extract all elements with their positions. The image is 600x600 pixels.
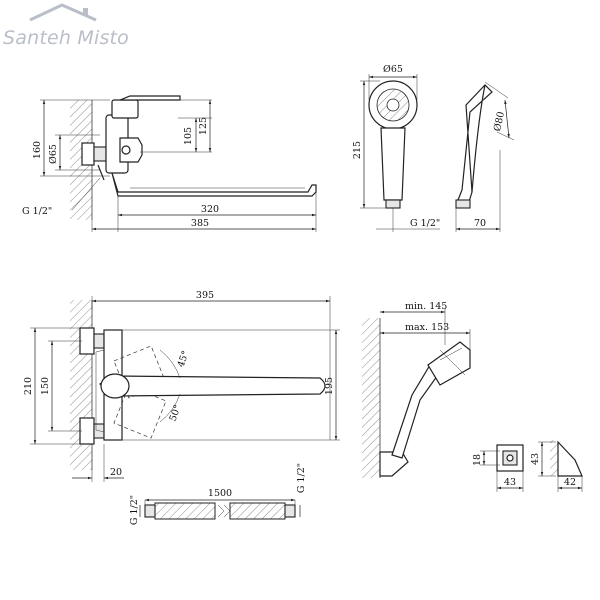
dim-d65: Ø65 [48,144,59,164]
dim-395: 395 [196,290,214,301]
mixer-plan-view: 45° 50° 395 210 150 195 20 [23,290,340,482]
hand-shower-side-view: Ø80 70 [455,81,515,232]
dim-20: 20 [110,467,122,478]
dim-max153: max. 153 [405,322,449,333]
shower-hose-view: 1500 G 1/2" G 1/2" [129,463,307,525]
dim-320: 320 [201,204,219,215]
dim-43-side: 43 [530,453,541,465]
dim-195: 195 [324,377,335,395]
dim-min145: min. 145 [405,301,447,312]
angle-45: 45° [176,349,192,369]
dim-1500: 1500 [208,488,232,499]
dim-210: 210 [23,377,34,395]
dim-42: 42 [564,477,576,488]
bracket-side-view: 43 42 [530,440,583,492]
hand-shower-front-view: Ø65 215 G 1/2" [352,64,440,232]
dim-215: 215 [352,141,363,159]
dim-70: 70 [474,218,486,229]
dim-160: 160 [32,141,43,159]
shower-wall-holder-view: min. 145 max. 153 [362,301,471,478]
dim-g12-shower: G 1/2" [410,218,440,229]
dim-125: 125 [198,117,209,135]
mixer-side-view: 105 125 160 Ø65 G 1/2" 320 385 [22,95,317,232]
house-roof-icon [29,3,97,22]
dim-d80: Ø80 [492,111,507,133]
dim-150: 150 [40,377,51,395]
dim-385: 385 [191,218,209,229]
dim-18: 18 [472,454,483,466]
dim-g12-hose-left: G 1/2" [129,495,140,525]
dim-d65-shower: Ø65 [383,64,403,75]
logo-text: Santeh Misto [3,27,130,49]
angle-50: 50° [168,403,184,423]
dim-105: 105 [183,127,194,145]
dim-43-front: 43 [504,477,516,488]
dim-g12-hose-right: G 1/2" [296,463,307,493]
dim-g12-mixer: G 1/2" [22,206,52,217]
brand-logo: Santeh Misto [0,0,130,58]
bracket-front-view: 18 43 [472,444,524,492]
